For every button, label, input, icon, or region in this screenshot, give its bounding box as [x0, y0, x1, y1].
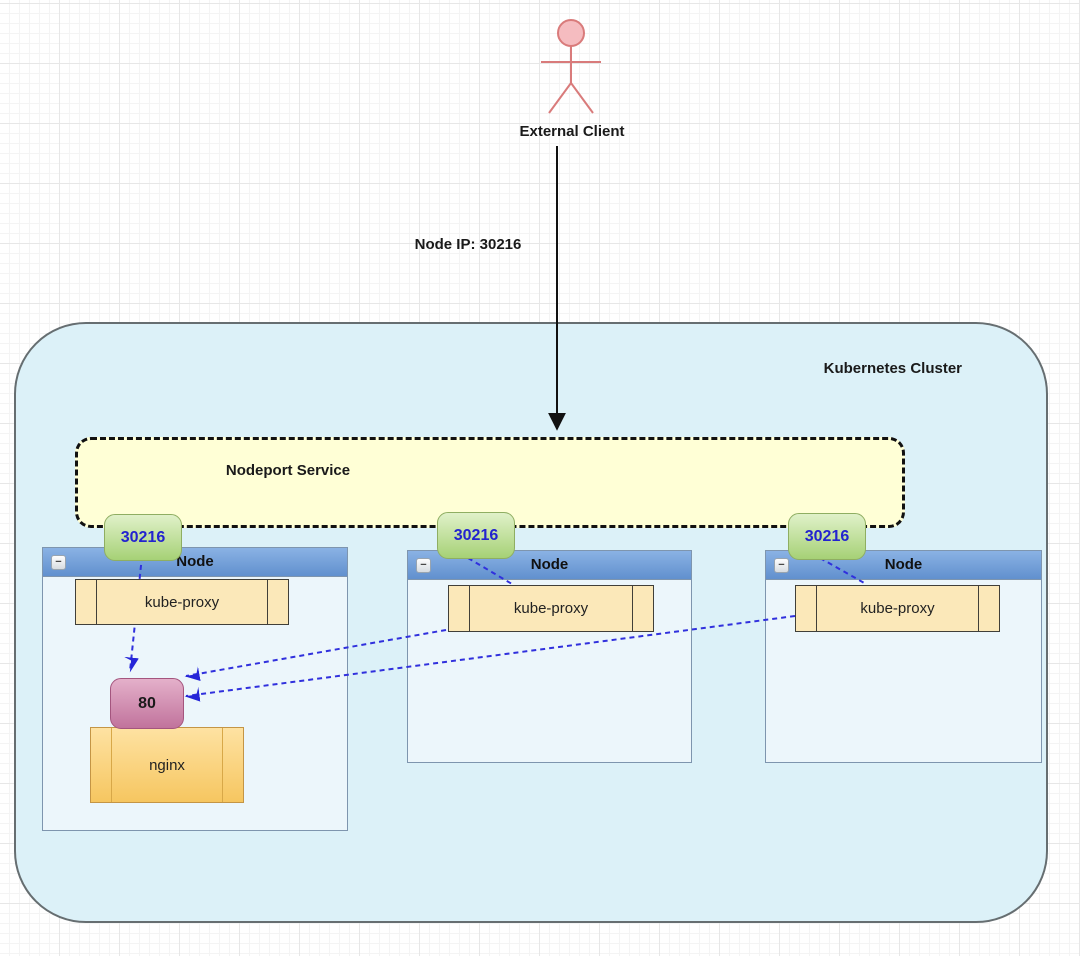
node-2-title: Node — [530, 556, 569, 573]
node-1-title: Node — [176, 553, 214, 570]
component-divider — [469, 586, 470, 631]
component-divider — [978, 586, 979, 631]
nginx-component: nginx — [90, 727, 244, 803]
actor-leg-left — [548, 82, 572, 114]
actor-leg-right — [570, 82, 594, 114]
component-divider — [96, 580, 97, 624]
kube-proxy-component-1: kube-proxy — [75, 579, 289, 625]
component-divider — [222, 728, 223, 802]
component-divider — [632, 586, 633, 631]
node-box-2: − Node — [407, 550, 692, 763]
component-divider — [267, 580, 268, 624]
node-3-title: Node — [884, 556, 923, 573]
component-divider — [816, 586, 817, 631]
external-client-label: External Client — [519, 123, 625, 140]
collapse-icon[interactable]: − — [774, 558, 789, 573]
node-box-3: − Node — [765, 550, 1042, 763]
node-ip-label: Node IP: 30216 — [414, 236, 522, 253]
kube-proxy-label: kube-proxy — [513, 600, 589, 617]
nodeport-badge-1: 30216 — [104, 514, 182, 561]
kube-proxy-label: kube-proxy — [860, 600, 935, 617]
nodeport-badge-2: 30216 — [437, 512, 515, 559]
collapse-icon[interactable]: − — [416, 558, 431, 573]
nodeport-badge-3: 30216 — [788, 513, 866, 560]
kube-proxy-component-2: kube-proxy — [448, 585, 654, 632]
nginx-label: nginx — [149, 756, 185, 774]
kubernetes-cluster-label: Kubernetes Cluster — [823, 360, 962, 377]
nodeport-service-label: Nodeport Service — [225, 462, 351, 479]
kube-proxy-label: kube-proxy — [144, 593, 220, 611]
actor-head — [557, 19, 585, 47]
kube-proxy-component-3: kube-proxy — [795, 585, 1000, 632]
component-divider — [111, 728, 112, 802]
collapse-icon[interactable]: − — [51, 555, 66, 570]
external-client-figure — [541, 19, 601, 114]
pod-port-badge: 80 — [110, 678, 184, 729]
node-1-header: − Node — [43, 548, 347, 577]
